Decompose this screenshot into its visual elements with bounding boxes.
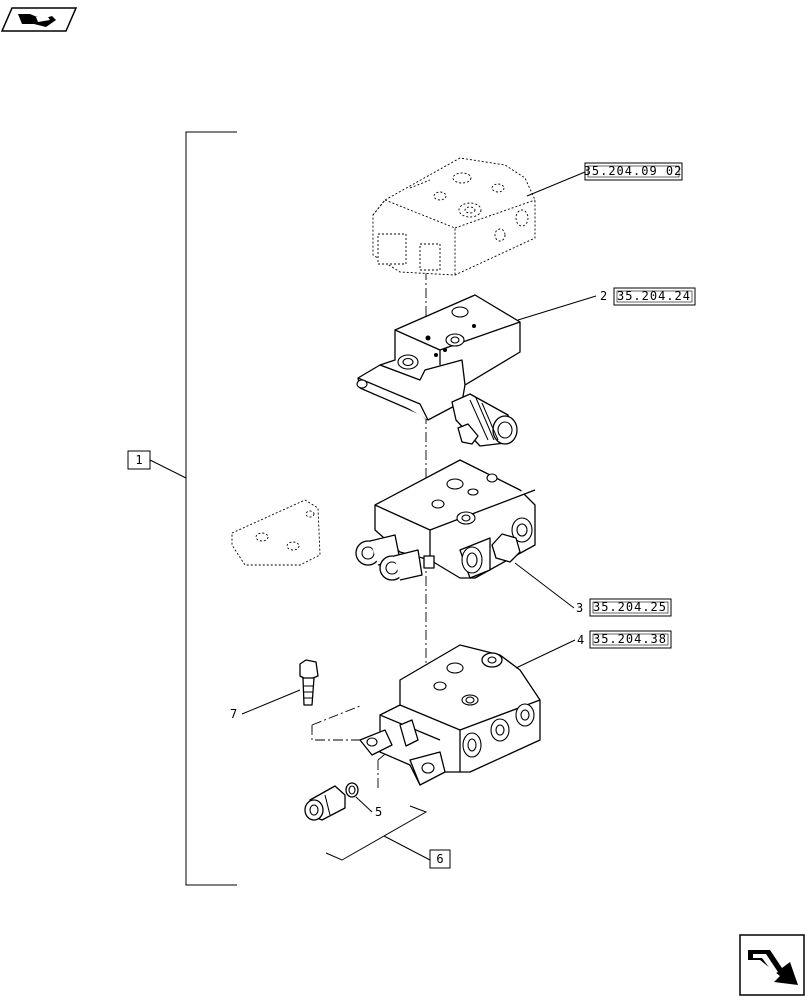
book-arrow-icon[interactable] — [0, 7, 78, 32]
item-3-valve-section[interactable] — [355, 459, 536, 581]
callout-4[interactable]: 4 — [577, 633, 584, 647]
gasket-plate[interactable] — [231, 499, 321, 566]
callout-7[interactable]: 7 — [230, 707, 237, 721]
callout-5[interactable]: 5 — [375, 805, 382, 819]
assembly-bracket: 1 — [127, 131, 237, 886]
ref-item-3[interactable]: 35.204.25 — [593, 600, 667, 614]
item-2-cover-block[interactable] — [356, 294, 521, 447]
ref-item-2[interactable]: 35.204.24 — [617, 289, 691, 303]
callout-2[interactable]: 2 — [600, 289, 607, 303]
kit-6-bracket: 6 — [325, 805, 451, 869]
item-5-fitting[interactable] — [304, 782, 359, 821]
item-4-inlet-section[interactable] — [359, 644, 541, 786]
ref-item-4[interactable]: 35.204.38 — [593, 632, 667, 646]
callout-6[interactable]: 6 — [436, 852, 443, 866]
callout-1[interactable]: 1 — [135, 453, 142, 467]
next-page-arrow-icon[interactable] — [739, 934, 805, 996]
item-7-bolt[interactable] — [299, 659, 319, 706]
top-valve-section[interactable] — [372, 157, 536, 276]
callout-3[interactable]: 3 — [576, 601, 583, 615]
ref-top-section[interactable]: 35.204.09 02 — [584, 164, 683, 178]
